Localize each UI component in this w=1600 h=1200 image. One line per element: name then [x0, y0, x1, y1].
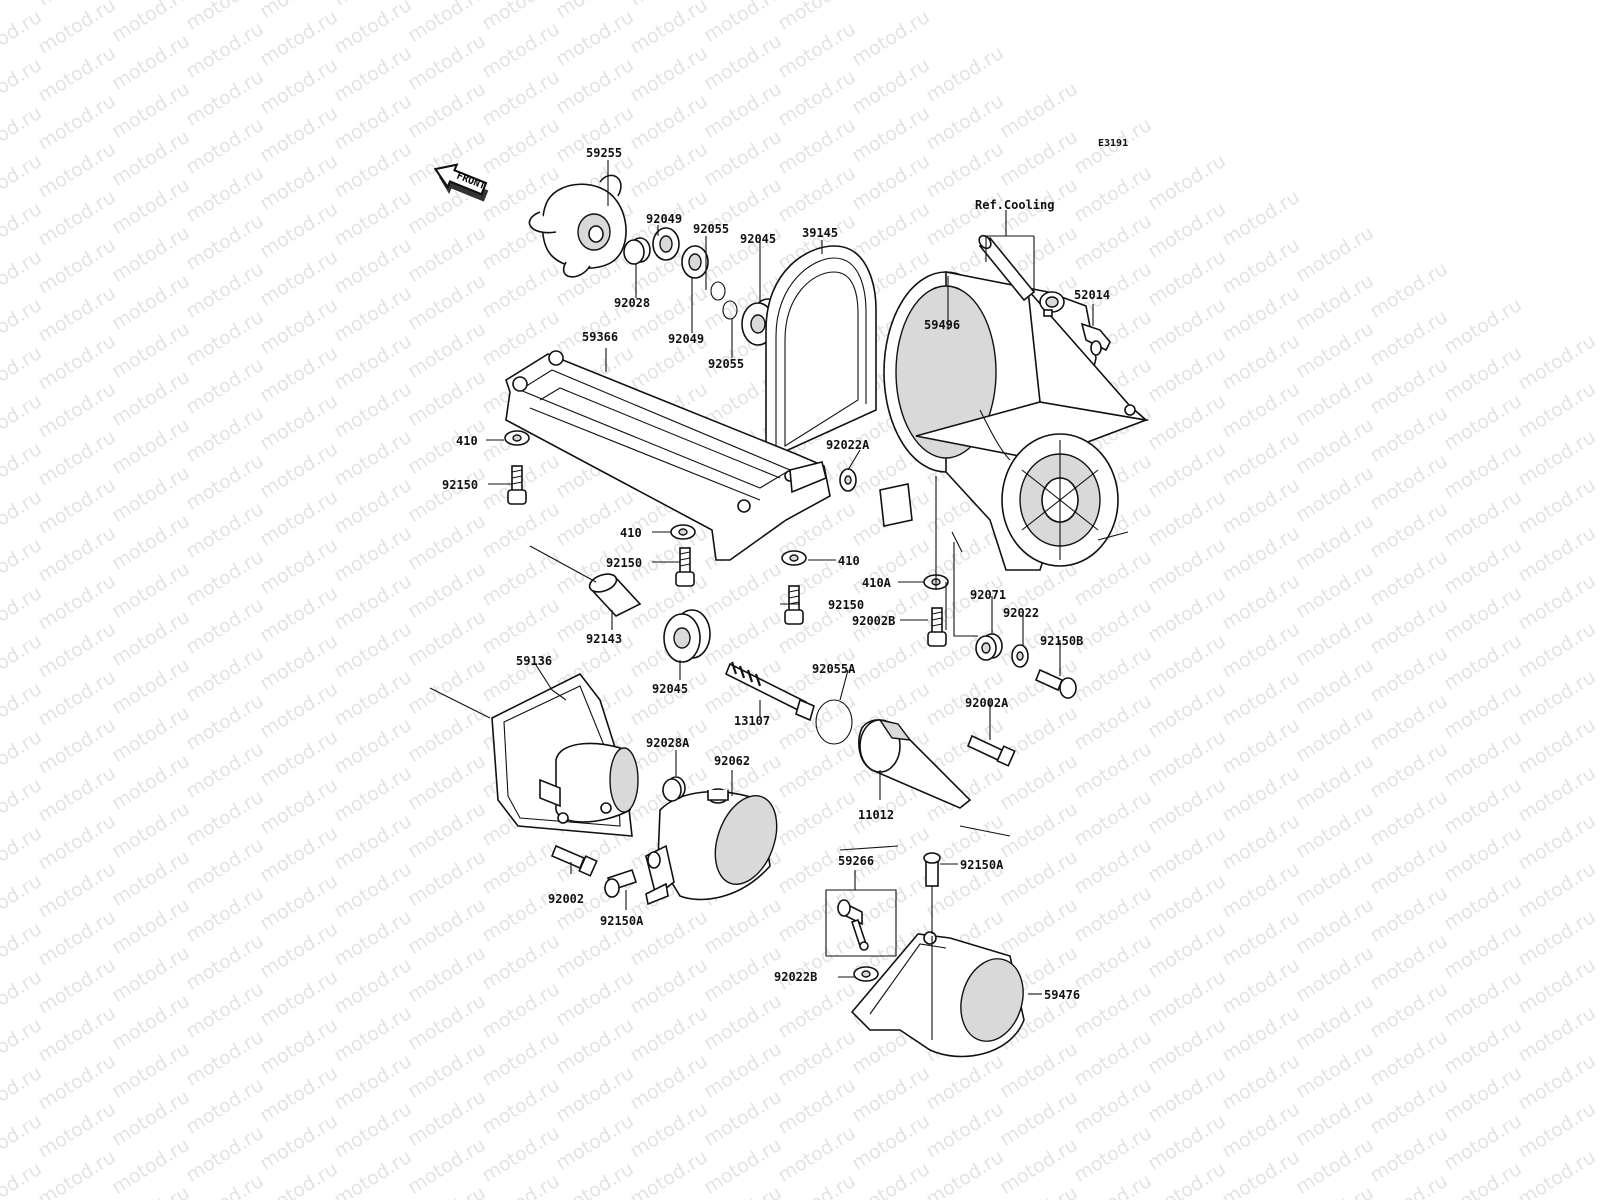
collar-92143	[588, 573, 642, 617]
part-label-92049-a: 92049	[646, 212, 683, 226]
part-label-92028: 92028	[614, 296, 651, 310]
cap-92028A	[662, 776, 686, 802]
part-label-92022A: 92022A	[826, 438, 870, 452]
nozzle-92062	[645, 788, 778, 906]
bolt-92150A-left	[604, 868, 638, 898]
part-label-13107: 13107	[734, 714, 771, 728]
pump-housing-59496	[879, 271, 1150, 571]
o-ring-92055-a	[710, 281, 726, 301]
part-label-92055-b: 92055	[708, 357, 745, 371]
hose-clamp	[1039, 291, 1065, 317]
part-label-92150-a: 92150	[442, 478, 479, 492]
part-label-410-c: 410	[838, 554, 860, 568]
part-label-59366: 59366	[582, 330, 619, 344]
bolt-92002	[550, 844, 598, 877]
part-label-59266: 59266	[838, 854, 875, 868]
part-label-92002A: 92002A	[965, 696, 1009, 710]
band-39145	[765, 245, 877, 462]
impeller-part	[528, 174, 627, 278]
diagram-code: E3191	[1098, 138, 1129, 149]
seal-92049-b	[681, 245, 709, 279]
part-label-410-b: 410	[620, 526, 642, 540]
leader-lines	[429, 160, 1129, 1040]
front-arrow-icon	[433, 163, 489, 202]
part-label-410-a: 410	[456, 434, 478, 448]
bolt-92002A	[966, 734, 1016, 767]
part-label-92150-b: 92150	[606, 556, 643, 570]
part-label-92150A-left: 92150A	[600, 914, 644, 928]
bolt-92150A-right	[923, 852, 941, 887]
part-label-39145: 39145	[802, 226, 839, 240]
washer-92022A	[839, 468, 857, 492]
part-label-92150B: 92150B	[1040, 634, 1084, 648]
housing-59136	[491, 672, 639, 837]
drive-shaft-13107	[724, 661, 815, 722]
part-label-92002: 92002	[548, 892, 585, 906]
cooling-hose	[978, 234, 1036, 302]
part-label-92071: 92071	[970, 588, 1007, 602]
part-label-92049-b: 92049	[668, 332, 705, 346]
part-label-92055A: 92055A	[812, 662, 856, 676]
bolt-92002B	[927, 607, 947, 647]
bolt-92150-a	[507, 465, 527, 505]
part-label-92022: 92022	[1003, 606, 1040, 620]
bearing-92045-b	[663, 609, 711, 663]
part-label-92055-a: 92055	[693, 222, 730, 236]
part-label-92045-b: 92045	[652, 682, 689, 696]
washer-92022	[1011, 644, 1029, 668]
bolt-92150-c	[784, 585, 804, 625]
part-label-59496: 59496	[924, 318, 961, 332]
part-label-92062: 92062	[714, 754, 751, 768]
washer-92022B	[853, 966, 879, 982]
part-label-52014: 52014	[1074, 288, 1111, 302]
part-label-92045-a: 92045	[740, 232, 777, 246]
part-label-92150A-right: 92150A	[960, 858, 1004, 872]
kit-59266	[825, 889, 897, 957]
cone-11012	[858, 718, 972, 809]
bushing-92028	[623, 237, 651, 265]
part-label-92150-c: 92150	[828, 598, 865, 612]
washer-410-c	[781, 550, 807, 566]
part-label-59255: 59255	[586, 146, 623, 160]
bolt-92150-b	[675, 547, 695, 587]
part-label-410A: 410A	[862, 576, 891, 590]
washer-410-a	[504, 430, 530, 446]
nozzle-bracket-59476	[850, 931, 1025, 1058]
part-label-59476: 59476	[1044, 988, 1081, 1002]
part-label-92022B: 92022B	[774, 970, 818, 984]
part-label-11012: 11012	[858, 808, 895, 822]
bracket-59366	[505, 350, 831, 561]
fitting-52014	[1080, 322, 1111, 356]
damper-92071	[975, 633, 1003, 661]
part-label-92028A: 92028A	[646, 736, 690, 750]
o-ring-92055A	[815, 699, 853, 745]
part-label-59136: 59136	[516, 654, 553, 668]
part-label-92002B: 92002B	[852, 614, 896, 628]
bolt-92150B	[1034, 668, 1077, 699]
part-label-92143: 92143	[586, 632, 623, 646]
washer-410-b	[670, 524, 696, 540]
ref-cooling-label: Ref.Cooling	[975, 198, 1055, 212]
o-ring-92055-b	[722, 300, 738, 320]
seal-92049-a	[652, 227, 680, 261]
